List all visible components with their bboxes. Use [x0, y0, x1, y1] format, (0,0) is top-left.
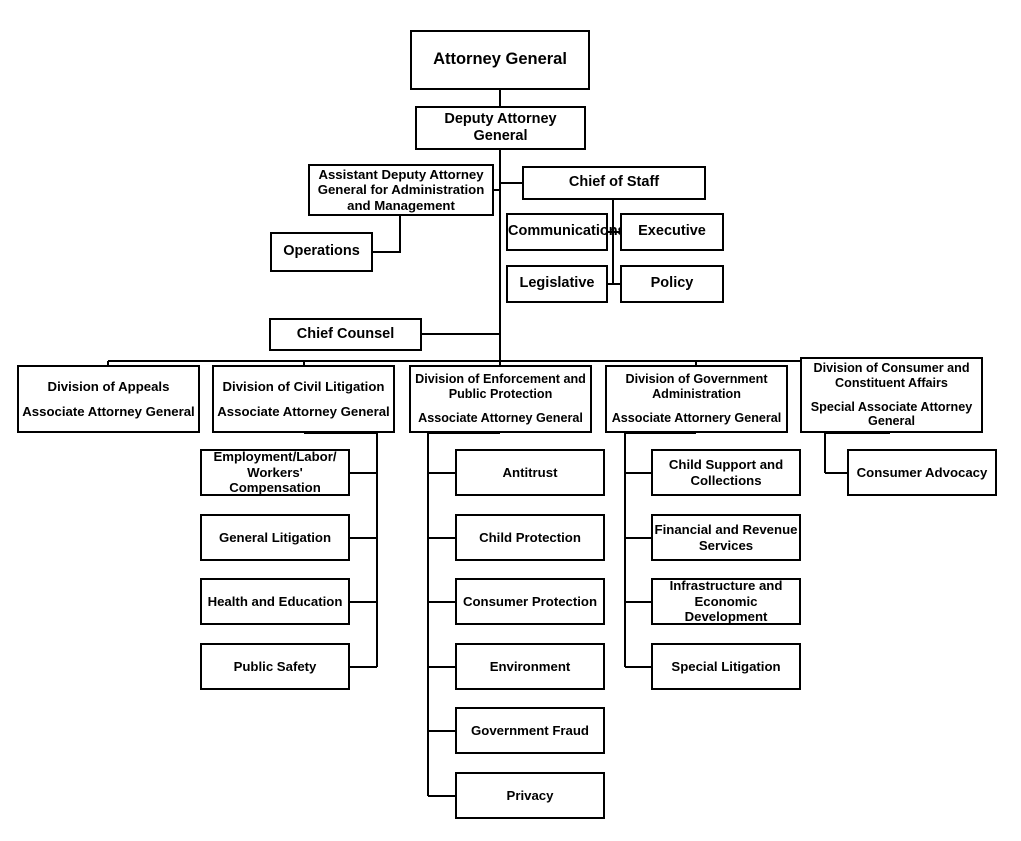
unit-employment-labor-workers-compensation[interactable]: Employment/Labor/ Workers' Compensation	[200, 449, 350, 496]
unit-label-line1: Government Fraud	[471, 722, 589, 738]
unit-label-line1: Employment/Labor/	[213, 449, 337, 465]
node-label: Attorney General	[433, 50, 567, 69]
unit-privacy[interactable]: Privacy	[455, 772, 605, 819]
unit-health-and-education[interactable]: Health and Education	[200, 578, 350, 625]
division-title-line1: Associate Attorney General	[418, 410, 583, 425]
unit-financial-and-revenue-services[interactable]: Financial and Revenue Services	[651, 514, 801, 561]
division-title-line2: General	[868, 414, 915, 429]
node-label: Operations	[283, 243, 360, 260]
division-title-line1: Special Associate Attorney	[810, 399, 973, 414]
division-title-line1: Associate Attorney General	[217, 403, 390, 419]
node-attorney-general[interactable]: Attorney General	[410, 30, 590, 90]
unit-label-line1: Child Protection	[479, 529, 581, 545]
unit-infrastructure-and-economic-development[interactable]: Infrastructure and Economic Development	[651, 578, 801, 625]
division-title-line1: Associate Attornery General	[611, 410, 782, 425]
unit-public-safety[interactable]: Public Safety	[200, 643, 350, 690]
node-label: Communications	[508, 223, 626, 240]
unit-label-line2: Workers' Compensation	[229, 464, 321, 496]
node-label: Executive	[638, 223, 706, 240]
unit-label-line2: Services	[698, 537, 754, 553]
division-civil-litigation[interactable]: Division of Civil Litigation Associate A…	[212, 365, 395, 433]
unit-label-line1: Privacy	[506, 787, 554, 803]
division-name-line2: Administration	[652, 387, 741, 402]
node-label: Policy	[650, 275, 694, 292]
division-name-line1: Division of Civil Litigation	[222, 378, 385, 394]
division-appeals[interactable]: Division of Appeals Associate Attorney G…	[17, 365, 200, 433]
node-label-line2: General for Administration	[317, 182, 485, 198]
unit-child-support-and-collections[interactable]: Child Support and Collections	[651, 449, 801, 496]
unit-label-line1: Consumer Protection	[462, 593, 598, 609]
division-consumer-constituent-affairs[interactable]: Division of Consumer and Constituent Aff…	[800, 357, 983, 433]
unit-government-fraud[interactable]: Government Fraud	[455, 707, 605, 754]
unit-label-line1: Infrastructure and	[669, 578, 783, 594]
node-chief-counsel[interactable]: Chief Counsel	[269, 318, 422, 351]
node-label: Legislative	[519, 275, 595, 292]
node-label: Chief of Staff	[568, 174, 660, 191]
unit-label-line1: Environment	[489, 658, 571, 674]
unit-label-line2: Collections	[690, 472, 762, 488]
unit-antitrust[interactable]: Antitrust	[455, 449, 605, 496]
division-enforcement[interactable]: Division of Enforcement and Public Prote…	[409, 365, 592, 433]
division-name-line2: Constituent Affairs	[835, 375, 948, 390]
unit-label-line2: Economic Development	[684, 593, 768, 625]
unit-label-line1: Special Litigation	[671, 658, 781, 674]
unit-general-litigation[interactable]: General Litigation	[200, 514, 350, 561]
division-name-line1: Division of Enforcement and	[415, 372, 586, 387]
division-name-line1: Division of Appeals	[47, 378, 170, 394]
unit-label-line1: Health and Education	[207, 593, 343, 609]
node-legislative[interactable]: Legislative	[506, 265, 608, 303]
division-government-administration[interactable]: Division of Government Administration As…	[605, 365, 788, 433]
unit-special-litigation[interactable]: Special Litigation	[651, 643, 801, 690]
node-deputy-attorney-general[interactable]: Deputy Attorney General	[415, 106, 586, 150]
node-communications[interactable]: Communications	[506, 213, 626, 251]
division-name-line1: Division of Government	[625, 372, 768, 387]
node-label: Chief Counsel	[296, 325, 395, 342]
node-assistant-deputy-attorney-general[interactable]: Assistant Deputy Attorney General for Ad…	[308, 164, 494, 216]
node-label: Deputy Attorney General	[444, 110, 557, 144]
unit-environment[interactable]: Environment	[455, 643, 605, 690]
division-title-line1: Associate Attorney General	[22, 403, 195, 419]
node-chief-of-staff[interactable]: Chief of Staff	[522, 166, 706, 200]
unit-label-line1: Antitrust	[502, 464, 558, 480]
unit-label-line1: Consumer Advocacy	[856, 464, 988, 480]
unit-label-line1: Public Safety	[233, 658, 317, 674]
unit-label-line1: General Litigation	[218, 529, 332, 545]
node-executive[interactable]: Executive	[620, 213, 724, 251]
unit-label-line1: Financial and Revenue	[654, 521, 798, 537]
node-label-line3: and Management	[347, 197, 455, 213]
unit-consumer-protection[interactable]: Consumer Protection	[455, 578, 605, 625]
node-label-line1: Assistant Deputy Attorney	[318, 166, 484, 182]
division-name-line1: Division of Consumer and	[813, 360, 970, 375]
node-operations[interactable]: Operations	[270, 232, 373, 272]
node-policy[interactable]: Policy	[620, 265, 724, 303]
unit-consumer-advocacy[interactable]: Consumer Advocacy	[847, 449, 997, 496]
unit-label-line1: Child Support and	[668, 456, 784, 472]
division-name-line2: Public Protection	[448, 387, 553, 402]
unit-child-protection[interactable]: Child Protection	[455, 514, 605, 561]
